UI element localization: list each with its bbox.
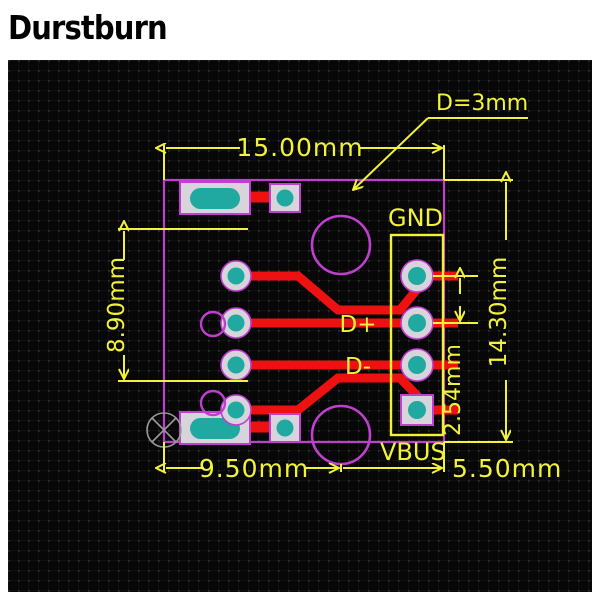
dimension-width-label: 15.00mm bbox=[236, 133, 363, 162]
net-label-dplus: D+ bbox=[340, 312, 377, 338]
smd-anchor-pad-top bbox=[179, 181, 251, 215]
diagram-canvas: 15.00mm D=3mm 8.90mm 2.54m bbox=[8, 60, 592, 592]
dimension-pin-pitch bbox=[433, 276, 478, 324]
dimension-height-label: 14.30mm bbox=[486, 257, 512, 368]
header-pin-3-dminus bbox=[400, 348, 434, 382]
pin-header-group bbox=[389, 233, 445, 437]
dimension-hole-offset-right bbox=[343, 442, 445, 472]
dimension-hole-offset-left-label: 9.50mm bbox=[199, 454, 309, 483]
header-pin-1-gnd bbox=[400, 259, 434, 293]
header-pin-4-vbus bbox=[400, 394, 434, 426]
usb-pad-3 bbox=[220, 349, 252, 381]
drill-hole-upper bbox=[199, 310, 227, 338]
drill-hole-lower bbox=[199, 389, 227, 417]
dimension-conn-span bbox=[118, 229, 248, 382]
usb-pad-2 bbox=[220, 307, 252, 339]
dimension-width bbox=[164, 145, 445, 180]
net-label-dminus: D- bbox=[345, 354, 371, 380]
page-title: Durstburn bbox=[8, 8, 168, 47]
pin-label-vbus: VBUS bbox=[380, 438, 446, 466]
callout-mount-hole-diameter bbox=[353, 117, 528, 190]
mounting-hole-bottom bbox=[310, 404, 372, 466]
callout-diameter-label: D=3mm bbox=[436, 91, 528, 116]
dimension-pin-pitch-label: 2.54mm bbox=[441, 344, 466, 436]
small-square-pad-top bbox=[269, 183, 301, 213]
dimension-height bbox=[444, 180, 513, 443]
pin-header-outline bbox=[389, 233, 445, 437]
pin-label-gnd: GND bbox=[388, 204, 443, 232]
trace-vbus bbox=[244, 373, 458, 415]
dimension-hole-offset-right-label: 5.50mm bbox=[452, 454, 562, 483]
mounting-hole-top bbox=[310, 214, 372, 276]
usb-pad-1 bbox=[220, 260, 252, 292]
dimension-conn-span-label: 8.90mm bbox=[104, 257, 130, 353]
small-square-pad-bottom bbox=[269, 413, 301, 443]
header-pin-2-dplus bbox=[400, 306, 434, 340]
usb-pad-4 bbox=[220, 394, 252, 426]
dimension-hole-offset-left bbox=[164, 442, 342, 472]
